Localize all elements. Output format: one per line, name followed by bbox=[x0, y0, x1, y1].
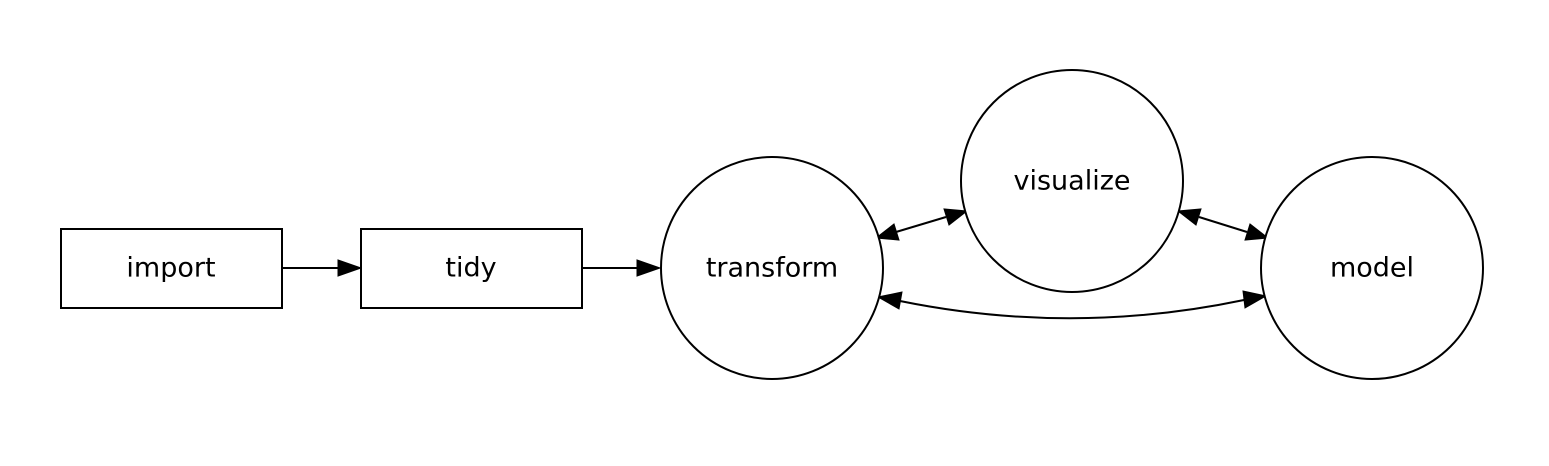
node-model-circle bbox=[1260, 156, 1484, 380]
edges bbox=[282, 208, 1270, 320]
edge-transform-visualize bbox=[874, 208, 969, 241]
node-tidy-label: tidy bbox=[445, 253, 496, 284]
node-tidy: tidy bbox=[360, 228, 583, 309]
node-visualize-label: visualize bbox=[1014, 166, 1131, 197]
edge-import-tidy bbox=[282, 259, 363, 277]
node-transform-label: transform bbox=[706, 253, 838, 284]
edge-visualize-model bbox=[1176, 208, 1270, 241]
edge-tidy-transform bbox=[582, 259, 662, 277]
arrowhead bbox=[337, 259, 363, 277]
node-tidy-box bbox=[360, 228, 583, 309]
edge-transform-model bbox=[876, 290, 1268, 320]
nodes: import tidy transform visualize model bbox=[60, 69, 1484, 380]
arrowhead bbox=[943, 208, 969, 226]
arrowhead bbox=[1244, 223, 1270, 241]
node-import: import bbox=[60, 228, 283, 309]
arrowhead bbox=[874, 223, 900, 241]
node-visualize: visualize bbox=[960, 69, 1184, 293]
node-transform: transform bbox=[660, 156, 884, 380]
node-import-box bbox=[60, 228, 283, 309]
arrowhead bbox=[876, 291, 903, 310]
node-model-label: model bbox=[1330, 253, 1414, 284]
arrowhead bbox=[1242, 290, 1268, 309]
node-model: model bbox=[1260, 156, 1484, 380]
arrowhead bbox=[1176, 208, 1202, 226]
node-visualize-circle bbox=[960, 69, 1184, 293]
node-transform-circle bbox=[660, 156, 884, 380]
node-import-label: import bbox=[126, 253, 215, 284]
arrowhead bbox=[636, 259, 662, 277]
